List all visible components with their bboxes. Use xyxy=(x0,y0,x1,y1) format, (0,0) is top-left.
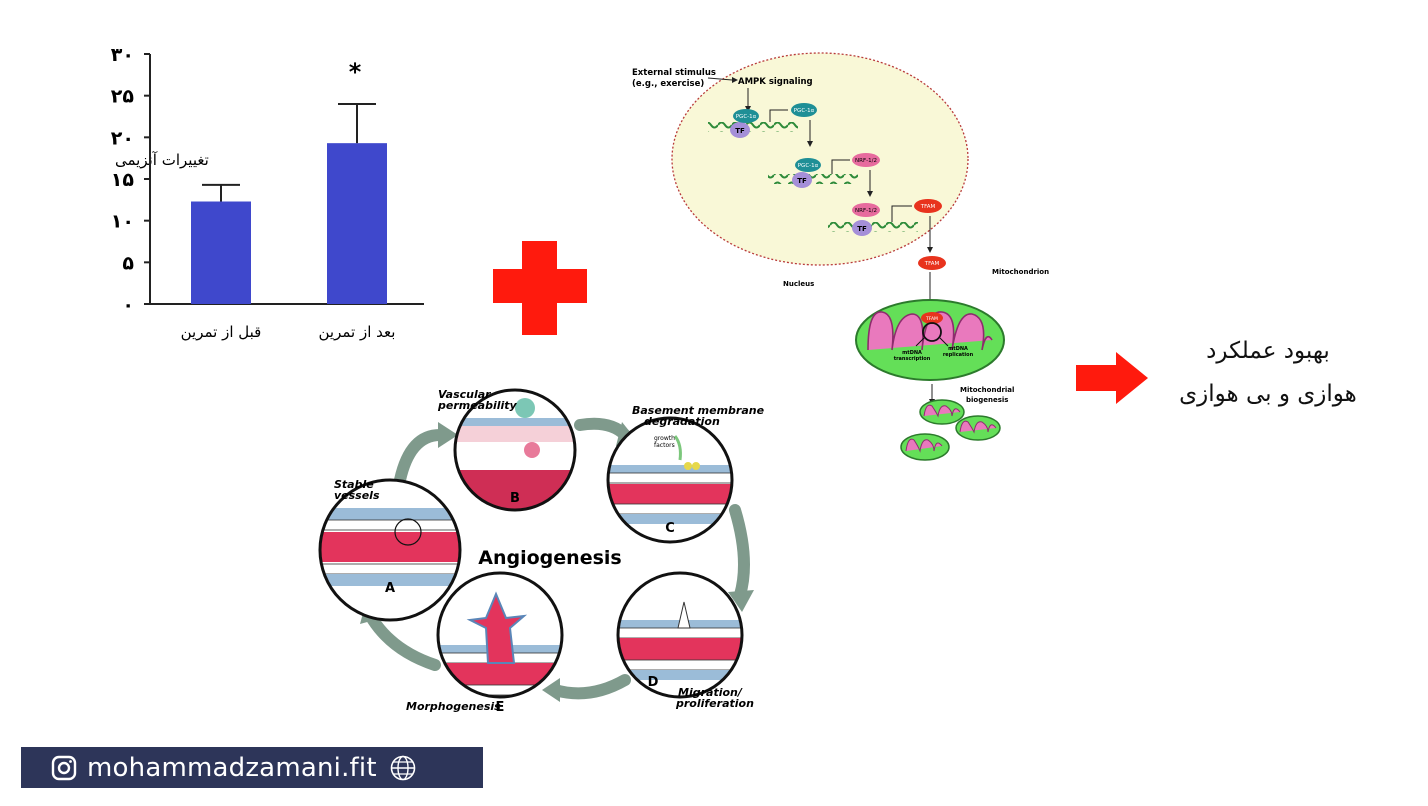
promoter-arrow-2 xyxy=(831,159,850,174)
mtdna-replication-label: mtDNA xyxy=(948,346,968,352)
dna-strand-1 xyxy=(708,122,798,132)
promoter-arrow-1 xyxy=(769,109,788,122)
mtdna-transcription-sub: transcription xyxy=(894,356,931,362)
mtdna-transcription-label: mtDNA xyxy=(902,350,922,356)
stage-e-letter: E xyxy=(496,700,505,715)
stage-c-label: Basement membrane xyxy=(632,404,765,417)
globe-icon xyxy=(390,755,416,780)
nrf-product xyxy=(852,153,880,167)
stage-a xyxy=(318,478,462,622)
tf-1-label: TF xyxy=(735,127,745,135)
stage-b-letter: B xyxy=(510,491,520,506)
tfam-cytoplasm-label: TFAM xyxy=(924,261,940,267)
arrow-1-head xyxy=(807,141,813,147)
stimulus-sub-label: (e.g., exercise) xyxy=(632,79,704,89)
footer-bar: mohammadzamani.fit xyxy=(21,747,483,788)
biogenesis-label: Mitochondrial xyxy=(960,386,1014,394)
daughter-mitochondria xyxy=(900,399,1001,461)
stage-c-letter: C xyxy=(665,521,675,536)
y-tick-label: ۲۰ xyxy=(111,127,134,149)
y-tick-label: ۰ xyxy=(122,294,134,316)
pgc-2 xyxy=(795,158,821,172)
result-arrow-icon xyxy=(1076,352,1148,404)
pgc-1-label: PGC-1α xyxy=(736,114,757,120)
pgc-2-label: PGC-1α xyxy=(798,163,819,169)
arrow-replication xyxy=(939,337,949,347)
growth-factors-sub-label: factors xyxy=(654,442,675,449)
stage-d-sub-label: proliferation xyxy=(675,697,754,710)
mitochondrion-label: Mitochondrion xyxy=(992,268,1049,276)
mtdna-replication-sub: replication xyxy=(943,352,974,358)
stage-e-label: Morphogenesis xyxy=(406,700,501,713)
nucleus-ellipse xyxy=(671,52,969,266)
footer-handle[interactable]: mohammadzamani.fit xyxy=(87,752,377,783)
ampk-label: AMPK signaling xyxy=(738,77,813,87)
significance-marker: * xyxy=(349,58,362,86)
y-tick-label: ۱۵ xyxy=(111,169,135,191)
nrf-3 xyxy=(852,203,880,217)
bar xyxy=(191,201,251,304)
angiogenesis-diagram: A Stable vessels B Vascular permeability xyxy=(318,388,765,715)
tf-1 xyxy=(730,122,750,138)
tfam-product xyxy=(914,199,942,213)
stage-c-sub-label: degradation xyxy=(644,415,720,428)
pgc-1 xyxy=(733,109,759,123)
stage-d-label: Migration/ xyxy=(678,686,743,699)
mtdna-ring xyxy=(922,322,942,342)
y-tick-label: ۵ xyxy=(122,252,134,274)
plus-icon xyxy=(493,241,587,335)
tf-2 xyxy=(792,172,812,188)
tf-3-label: TF xyxy=(857,225,867,233)
y-axis-label: تغییرات آنزیمی xyxy=(115,151,209,169)
nrf-3-label: NRF-1/2 xyxy=(855,208,877,214)
instagram-icon xyxy=(51,755,77,780)
arrow-transcription xyxy=(915,337,925,347)
growth-factors-label: growth xyxy=(654,435,675,442)
result-line-1: بهبود عملکرد xyxy=(1206,338,1330,364)
bar xyxy=(327,143,387,304)
tfam-cytoplasm xyxy=(918,256,946,270)
tfam-product-label: TFAM xyxy=(920,204,936,210)
stage-d-letter: D xyxy=(648,675,659,690)
arrow-3-head xyxy=(927,247,933,253)
arrow-2-head xyxy=(867,191,873,197)
nucleus-label: Nucleus xyxy=(783,280,814,288)
result-line-2: هوازی و بی هوازی xyxy=(1179,381,1357,407)
mitochondrial-biogenesis-diagram: External stimulus (e.g., exercise) AMPK … xyxy=(632,52,1049,461)
stage-c xyxy=(606,416,734,544)
tfam-mito-label: TFAM xyxy=(925,316,938,322)
stimulus-label: External stimulus xyxy=(632,68,716,78)
y-tick-label: ۱۰ xyxy=(111,211,134,233)
pgc-product-label: PGC-1α xyxy=(794,108,815,114)
y-tick-label: ۲۵ xyxy=(111,86,135,108)
nrf-product-label: NRF-1/2 xyxy=(855,158,877,164)
dna-strand-2 xyxy=(768,174,858,184)
stage-d xyxy=(616,571,744,699)
tf-2-label: TF xyxy=(797,177,807,185)
result-text: بهبود عملکرد هوازی و بی هوازی xyxy=(1148,330,1388,416)
category-label: قبل از تمرین xyxy=(181,323,262,341)
dna-strand-3 xyxy=(828,222,918,232)
stage-b-sub-label: permeability xyxy=(437,399,518,412)
stage-e xyxy=(436,571,564,699)
stage-a-sub-label: vessels xyxy=(334,489,380,502)
promoter-arrow-3 xyxy=(891,205,912,222)
stimulus-arrow xyxy=(707,77,733,81)
biogenesis-sub-label: biogenesis xyxy=(966,396,1008,404)
bar-chart: تغییرات آنزیمی ۰ ۵ ۱۰ ۱۵ ۲۰ ۲۵ ۳۰ قبل از تمرین… xyxy=(111,44,424,341)
pgc-product xyxy=(791,103,817,117)
angiogenesis-title: Angiogenesis xyxy=(478,547,621,569)
tf-3 xyxy=(852,220,872,236)
stimulus-arrow-head xyxy=(732,77,738,83)
tfam-mito xyxy=(921,312,943,324)
cycle-arrows xyxy=(364,417,750,700)
stage-a-letter: A xyxy=(385,581,395,596)
stage-a-label: Stable xyxy=(334,478,374,491)
y-tick-label: ۳۰ xyxy=(111,44,134,66)
ampk-arrow-head xyxy=(745,106,751,112)
stage-b-label: Vascular xyxy=(438,388,491,401)
category-label: بعد از تمرین xyxy=(319,323,396,341)
